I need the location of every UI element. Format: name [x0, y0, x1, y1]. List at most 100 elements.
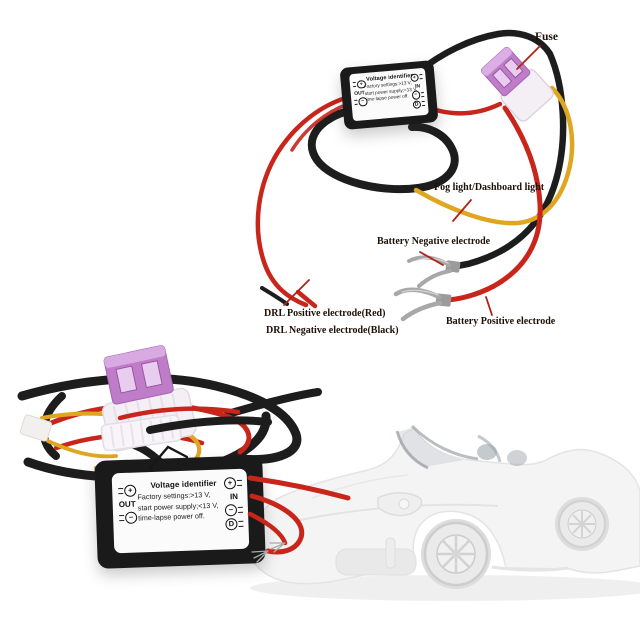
bottom-blade-fuse-cap	[104, 345, 166, 368]
fuse-window-left	[491, 67, 513, 89]
battery-positive-terminal	[393, 287, 452, 322]
red-wire-drl-strand	[290, 102, 350, 152]
rear-spokes	[569, 511, 595, 537]
blade-fuse	[480, 46, 531, 97]
module-label: Voltage identifier Factory settings:>13 …	[111, 468, 250, 554]
wire-mark-icon	[237, 506, 244, 513]
black-wire-loop-right	[408, 122, 459, 192]
bottom-fuse-window-left	[115, 365, 138, 394]
in-terminals: + IN − D	[409, 72, 427, 110]
rocker-shadow	[491, 565, 569, 572]
wire-mark-icon	[118, 487, 124, 495]
front-hub	[452, 550, 460, 558]
clear-connector	[19, 414, 53, 442]
out-terminals: + OUT −	[117, 484, 138, 526]
front-grille	[335, 548, 417, 576]
voltage-identifier-module-photo: Voltage identifier Factory settings:>13 …	[94, 455, 266, 569]
plus-terminal-icon: +	[356, 79, 366, 89]
black-tangle-3	[39, 392, 66, 460]
black-wire-drl-tip	[260, 286, 289, 306]
bottom-fuse-assembly	[101, 345, 197, 452]
out-label: OUT	[353, 89, 365, 97]
in-label: IN	[229, 491, 239, 502]
out-terminals: + OUT −	[352, 79, 368, 107]
wire-mark-icon	[420, 91, 425, 97]
minus-terminal-icon: −	[124, 511, 138, 524]
yellow-wire-fog-light	[413, 85, 575, 226]
car-body	[251, 426, 640, 585]
fuse-window-right	[503, 57, 524, 79]
wire-mark-icon	[352, 82, 357, 88]
minus-terminal-icon: −	[224, 504, 238, 517]
rear-wheel	[558, 500, 606, 548]
wire-mark-icon	[354, 99, 358, 105]
black-tangle-1	[17, 373, 302, 465]
battery-positive-annotation: Battery Positive electrode	[446, 316, 556, 327]
minus-terminal-icon: −	[358, 96, 368, 107]
seat-right	[507, 450, 527, 466]
rear-rim	[567, 509, 597, 539]
fuse-holder	[500, 69, 554, 122]
black-wire-battery-negative	[414, 29, 567, 271]
red-over-holder	[117, 406, 241, 421]
in-label: IN	[414, 82, 421, 90]
door-crease	[299, 503, 499, 521]
blade-fuse-cap	[481, 47, 512, 76]
headlight-lens	[398, 498, 410, 510]
black-tangle-4	[224, 388, 322, 418]
bottom-blade-fuse	[103, 345, 174, 405]
fuse-leader	[516, 45, 541, 70]
black-over-holder	[146, 416, 272, 434]
car-illustration	[250, 424, 640, 601]
red-wire-drl	[255, 93, 355, 308]
windshield-header	[410, 424, 479, 461]
drl-stripped-gap	[281, 280, 301, 297]
wire-mark-icon	[119, 514, 125, 522]
front-spokes	[438, 536, 474, 572]
red-tangle-2	[53, 432, 205, 451]
drl-negative-annotation: DRL Negative electrode(Black)	[266, 325, 399, 336]
roll-hoop	[477, 434, 502, 463]
wire-mark-icon	[238, 520, 244, 527]
battery-negative-leader	[419, 251, 444, 266]
white-pin-connector	[100, 414, 182, 452]
out-label: OUT	[118, 499, 136, 510]
fog-led-strip	[385, 537, 396, 569]
windshield-glass	[398, 427, 464, 467]
fuse-assembly	[480, 46, 554, 122]
red-output-wire-long	[247, 475, 351, 501]
bottom-fuse-holder	[101, 387, 197, 452]
plus-terminal-icon: +	[124, 484, 137, 497]
wire-mark-icon	[419, 74, 423, 80]
in-terminals: + IN − D	[223, 476, 245, 532]
headlight	[377, 492, 423, 517]
red-tangle-1	[29, 402, 252, 455]
battery-positive-leader	[485, 296, 493, 316]
front-wheel	[423, 521, 489, 587]
diode-terminal-icon: D	[412, 99, 422, 109]
battery-negative-terminal	[407, 255, 461, 288]
drl-positive-annotation: DRL Positive electrode(Red)	[264, 308, 386, 319]
red-wire-drl-tip	[295, 289, 318, 309]
front-rim	[436, 534, 476, 574]
battery-negative-annotation: Battery Negative electrode	[377, 236, 491, 247]
minus-terminal-icon: −	[411, 90, 421, 100]
hood-line	[311, 474, 409, 499]
plus-terminal-icon: +	[409, 72, 419, 83]
red-wire-fuse-to-module	[433, 101, 503, 116]
wire-mark-icon	[236, 479, 243, 486]
fog-light-annotation: Fog light/Dashboard light	[434, 182, 545, 193]
fog-leader	[452, 199, 472, 222]
wire-mark-icon	[421, 101, 426, 107]
module-label: Voltage identifier Factory settings:>13 …	[349, 67, 429, 122]
drl-leader	[283, 279, 310, 306]
voltage-identifier-module-diagram: Voltage identifier Factory settings:>13 …	[339, 60, 439, 130]
yellow-tangle-3	[46, 439, 118, 459]
seat-left	[477, 444, 497, 460]
front-wheel-well	[421, 519, 491, 589]
red-wire-battery-positive	[441, 105, 543, 303]
bottom-fuse-window-right	[140, 360, 163, 389]
fuse-annotation: Fuse	[535, 31, 558, 43]
rear-wheel-well	[555, 497, 609, 551]
